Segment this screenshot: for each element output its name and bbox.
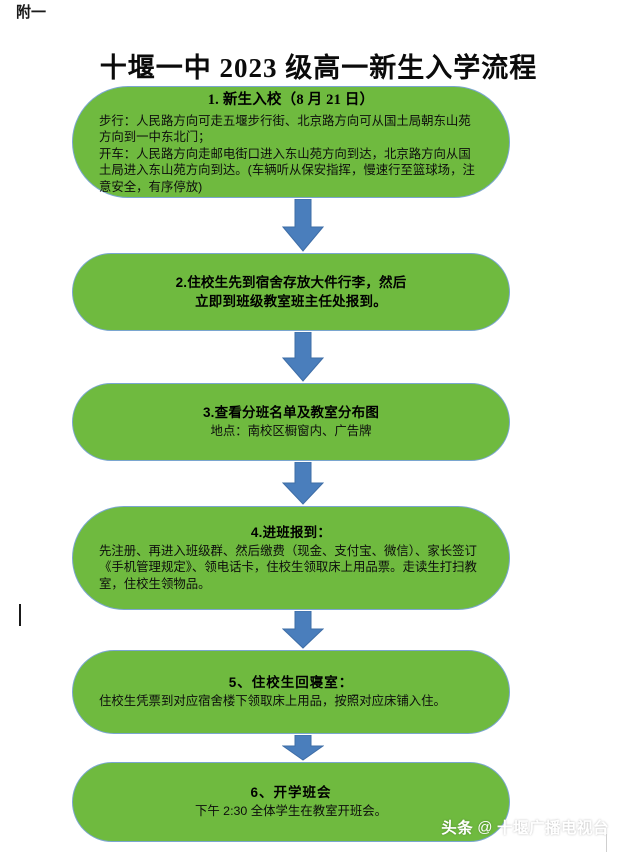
watermark: 头条 @ 十堰广播电视台 [441,816,609,838]
flow-node-2[interactable]: 2.住校生先到宿舍存放大件行李，然后 立即到班级教室班主任处报到。 [72,253,510,331]
flow-node-5-title: 5、住校生回寝室： [228,675,354,691]
watermark-brand: 头条 [441,820,474,837]
flow-node-1-title: 1. 新生入校（8 月 21 日） [207,91,375,108]
flow-node-2-title: 2.住校生先到宿舍存放大件行李，然后 立即到班级教室班主任处报到。 [175,274,407,309]
flow-node-4[interactable]: 4.进班报到： 先注册、再进入班级群、然后缴费（现金、支付宝、微信）、家长签订《… [72,506,510,610]
flow-node-5[interactable]: 5、住校生回寝室： 住校生凭票到对应宿舍楼下领取床上用品，按照对应床铺入住。 [72,650,510,734]
flow-node-3[interactable]: 3.查看分班名单及教室分布图 地点：南校区橱窗内、广告牌 [72,383,510,461]
flow-arrow-1-down-icon [282,199,324,252]
watermark-at-symbol: @ [477,818,493,836]
flow-node-6-title: 6、开学班会 [250,785,332,801]
flow-arrow-4-down-icon [282,611,324,649]
flow-node-4-body: 先注册、再进入班级群、然后缴费（现金、支付宝、微信）、家长签订《手机管理规定》、… [99,543,477,591]
flow-node-3-body: 地点：南校区橱窗内、广告牌 [210,424,372,439]
flow-node-1[interactable]: 1. 新生入校（8 月 21 日） 步行：人民路方向可走五堰步行街、北京路方向可… [72,86,510,198]
flow-node-6[interactable]: 6、开学班会 下午 2:30 全体学生在教室开班会。 [72,762,510,842]
page-edge-rule [606,834,607,852]
flow-node-3-title: 3.查看分班名单及教室分布图 [202,405,380,421]
flow-node-5-body: 住校生凭票到对应宿舍楼下领取床上用品，按照对应床铺入住。 [99,694,446,709]
flow-node-4-title: 4.进班报到： [250,524,332,540]
flow-arrow-2-down-icon [282,332,324,382]
flow-node-1-body: 步行：人民路方向可走五堰步行街、北京路方向可从国土局朝东山苑方向到一中东北门； … [99,113,475,194]
flow-node-6-body: 下午 2:30 全体学生在教室开班会。 [194,804,388,819]
page-title: 十堰一中 2023 级高一新生入学流程 [99,53,538,84]
flow-arrow-3-down-icon [282,462,324,505]
watermark-account: 十堰广播电视台 [496,820,609,837]
document-tag: 附一 [16,5,47,21]
margin-revision-mark [19,604,21,626]
flow-arrow-5-down-icon [282,735,324,761]
